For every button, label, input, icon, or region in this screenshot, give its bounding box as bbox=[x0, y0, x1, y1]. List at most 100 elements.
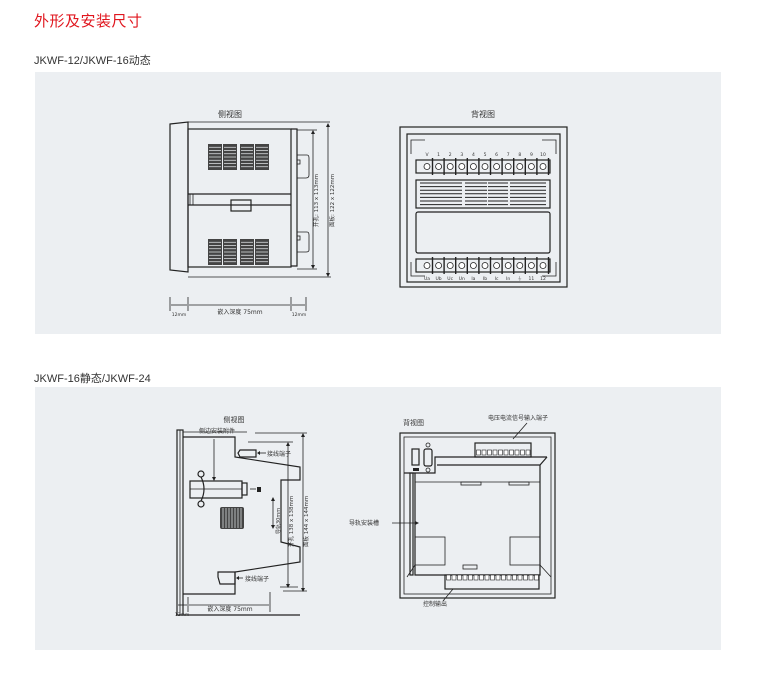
terminal-pin bbox=[451, 574, 457, 581]
terminal-screw bbox=[423, 262, 431, 269]
dim-depth: 嵌入深度 75mm bbox=[217, 308, 262, 316]
terminal-label: 4 bbox=[472, 152, 475, 158]
terminal-label: Uc bbox=[447, 276, 453, 282]
terminal-label: 2 bbox=[449, 152, 452, 158]
terminal-screw bbox=[539, 163, 547, 170]
side-view-2: 侧视图 侧边安装附件 接线端子 bbox=[175, 415, 310, 618]
terminal-label: 7 bbox=[507, 152, 510, 158]
terminal-pin bbox=[525, 449, 531, 456]
terminal-label: 11 bbox=[529, 276, 535, 282]
terminal-pin bbox=[517, 574, 523, 581]
back-view-label: 背视图 bbox=[403, 418, 424, 427]
terminal-label: 1 bbox=[437, 152, 440, 158]
terminal-bottom bbox=[217, 571, 236, 585]
terminal-label: 3 bbox=[460, 152, 463, 158]
clip-top bbox=[297, 154, 310, 179]
terminal-label: 5 bbox=[484, 152, 487, 158]
terminal-pin bbox=[462, 574, 468, 581]
terminal-label: ⏚ bbox=[518, 275, 523, 282]
back-housing bbox=[399, 432, 556, 599]
terminal-screw bbox=[435, 163, 443, 170]
back-view-label: 背视图 bbox=[471, 109, 495, 119]
drawing-panel-1: 侧视图 bbox=[35, 72, 721, 334]
side-view-label: 侧视图 bbox=[224, 415, 245, 424]
terminal-pin bbox=[534, 574, 539, 581]
callout-terminal-bottom: 接线端子 bbox=[245, 575, 269, 583]
dim-cutout: 开孔: 113 x 113mm bbox=[312, 174, 320, 227]
terminal-pin bbox=[501, 574, 506, 581]
callout-rail-slot: 导轨安装槽 bbox=[349, 519, 379, 527]
terminal-label: 6 bbox=[495, 152, 498, 158]
terminal-label: 8 bbox=[518, 152, 521, 158]
section-title-1: JKWF-12/JKWF-16动态 bbox=[34, 55, 151, 67]
back-window bbox=[415, 211, 551, 254]
terminal-pin bbox=[479, 574, 484, 581]
terminal-screw bbox=[516, 163, 524, 170]
terminal-label: 10 bbox=[540, 152, 546, 158]
terminal-pin bbox=[509, 449, 514, 456]
back-vents bbox=[415, 179, 551, 209]
callout-side-bracket: 侧边安装附件 bbox=[199, 427, 235, 435]
dim-rear: 12mm bbox=[292, 312, 307, 318]
dimension-drawing-2: 侧视图 侧边安装附件 接线端子 bbox=[175, 414, 556, 618]
terminal-pin bbox=[481, 449, 487, 456]
terminal-pin bbox=[506, 574, 512, 581]
side-view-1: 侧视图 bbox=[169, 109, 336, 318]
terminal-pin bbox=[476, 449, 481, 456]
terminal-pin bbox=[446, 574, 451, 581]
dim-cutout: 开孔 138 x 138mm bbox=[287, 496, 295, 547]
terminal-pin bbox=[514, 449, 520, 456]
terminal-screw bbox=[481, 163, 489, 170]
dimension-drawing-1: 侧视图 bbox=[169, 109, 568, 318]
terminal-label: In bbox=[506, 276, 510, 282]
terminal-screw bbox=[493, 262, 501, 269]
terminal-label: Ub bbox=[436, 276, 442, 282]
back-view-2: 背视图 电压电流信号输入端子 bbox=[349, 414, 556, 608]
display-port bbox=[411, 448, 420, 466]
terminal-pin bbox=[473, 574, 479, 581]
side-view-label: 侧视图 bbox=[218, 109, 242, 119]
dim-rail: 导轨30mm bbox=[275, 508, 282, 534]
terminal-screw bbox=[469, 262, 477, 269]
drawing-panel-2: 侧视图 侧边安装附件 接线端子 bbox=[35, 387, 721, 650]
terminal-screw bbox=[446, 163, 454, 170]
dim-depth: 嵌入深度 75mm bbox=[207, 605, 252, 613]
bottom-terminal-strip bbox=[415, 258, 551, 273]
terminal-pin bbox=[484, 574, 490, 581]
section-title-2: JKWF-16静态/JKWF-24 bbox=[34, 373, 151, 385]
side-bracket bbox=[189, 480, 243, 499]
dim-panel: 面板: 122 x 122mm bbox=[328, 174, 336, 227]
terminal-screw bbox=[527, 163, 535, 170]
terminal-pin bbox=[468, 574, 473, 581]
dim-front: 12mm bbox=[172, 312, 187, 318]
terminal-top bbox=[237, 449, 257, 458]
db9-connector-icon bbox=[423, 448, 433, 467]
callout-terminal-top: 接线端子 bbox=[267, 450, 291, 458]
terminal-screw bbox=[504, 163, 512, 170]
terminal-label: Ua bbox=[424, 276, 430, 282]
terminal-screw bbox=[458, 163, 466, 170]
dim-front: 12mm bbox=[175, 612, 190, 618]
terminal-pin bbox=[490, 574, 495, 581]
terminal-label: Un bbox=[459, 276, 465, 282]
screw-icon bbox=[257, 487, 261, 492]
terminal-screw bbox=[539, 262, 547, 269]
callout-input-terminal: 电压电流信号输入端子 bbox=[488, 414, 548, 422]
terminal-label: V bbox=[425, 152, 429, 158]
back-housing bbox=[399, 126, 568, 288]
terminal-label: Ia bbox=[471, 276, 475, 282]
terminal-label: 12 bbox=[540, 276, 546, 282]
dim-panel: 面板 144 x 144mm bbox=[302, 496, 310, 547]
terminal-label: 9 bbox=[530, 152, 533, 158]
clip-bottom bbox=[297, 231, 310, 253]
terminal-screw bbox=[481, 262, 489, 269]
terminal-screw bbox=[516, 262, 524, 269]
callout-control-output: 控制输出 bbox=[423, 600, 447, 608]
page-title: 外形及安装尺寸 bbox=[34, 12, 143, 30]
terminal-label: Ib bbox=[483, 276, 487, 282]
meter-body bbox=[187, 128, 292, 268]
terminal-pin bbox=[512, 574, 517, 581]
terminal-pin bbox=[495, 574, 501, 581]
terminal-screw bbox=[504, 262, 512, 269]
